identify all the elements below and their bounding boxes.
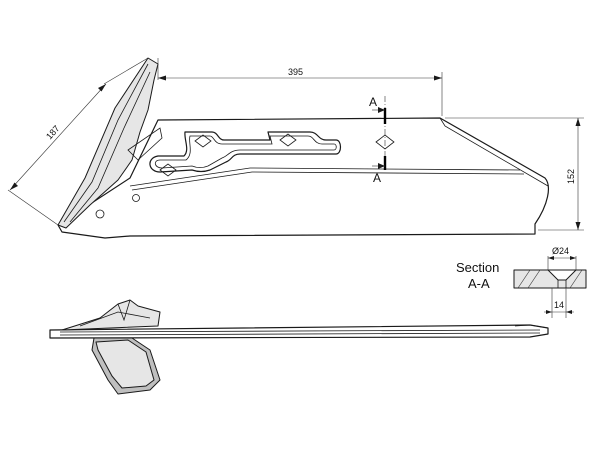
section-cut-marker: A A [369, 95, 387, 185]
dimension-395-label: 395 [288, 67, 303, 77]
diamond-hole-1 [194, 134, 212, 148]
section-letter-bottom: A [373, 171, 381, 185]
blade-outline [57, 117, 549, 239]
plan-tip-line [79, 311, 151, 327]
plan-bar-line [59, 329, 541, 333]
countersink-bore [557, 280, 567, 288]
blade-lower-edge [129, 167, 521, 187]
dimension-395: 395 [157, 58, 443, 116]
blade-plan-view [49, 299, 549, 395]
mounting-slot-inner [154, 135, 337, 169]
blade-side-view [57, 57, 549, 239]
blade-bevel [439, 117, 549, 187]
section-view: Section A-A Ø24 14 [456, 246, 587, 318]
section-title: Section [456, 260, 499, 275]
diamond-hole-3 [159, 163, 177, 177]
dimension-14-label: 14 [554, 300, 564, 310]
blade-lower-edge-2 [131, 171, 525, 191]
diamond-hole-2 [279, 133, 297, 147]
tip-inner-line [63, 63, 149, 223]
dimension-152: 152 [445, 117, 584, 231]
plan-bar-line-2 [59, 332, 541, 336]
tip-plate [127, 127, 163, 161]
tip-inner-line-2 [69, 71, 151, 223]
plan-tip-line-2 [117, 299, 131, 322]
plan-edge [514, 324, 549, 329]
dimension-diameter-label: Ø24 [552, 246, 569, 256]
plan-shin-face [95, 339, 155, 389]
section-letter-top: A [369, 95, 377, 109]
diamond-hole-4 [375, 134, 395, 150]
mounting-slot [149, 131, 342, 173]
bolt-hole-2 [132, 194, 140, 202]
section-name: A-A [468, 276, 490, 291]
dimension-152-label: 152 [566, 169, 576, 184]
bolt-hole-1 [95, 209, 105, 219]
dimension-187-label: 187 [44, 123, 61, 141]
